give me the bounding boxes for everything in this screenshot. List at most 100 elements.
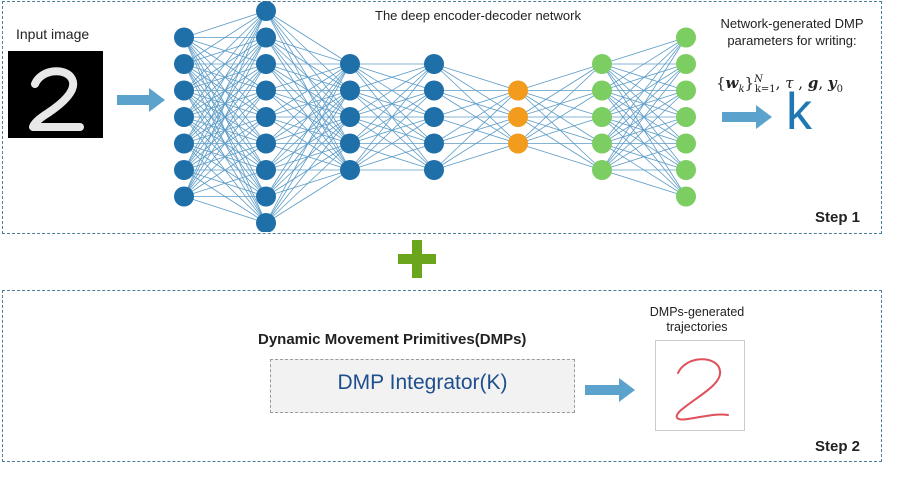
network-edges bbox=[183, 10, 687, 224]
network-node bbox=[676, 54, 696, 74]
plus-icon bbox=[398, 240, 436, 278]
network-node bbox=[256, 133, 276, 154]
network-node bbox=[424, 54, 444, 74]
trajectories-title: DMPs-generated trajectories bbox=[649, 305, 745, 334]
network-node bbox=[174, 186, 194, 207]
network-title: The deep encoder-decoder network bbox=[375, 8, 581, 23]
network-edge bbox=[265, 63, 351, 224]
integrator-arrow-icon bbox=[585, 378, 635, 402]
network-edge bbox=[183, 116, 267, 197]
network-node bbox=[592, 54, 612, 74]
network-node bbox=[256, 186, 276, 207]
network-edge bbox=[183, 63, 267, 197]
network-edge bbox=[517, 116, 603, 144]
network-edge bbox=[265, 63, 351, 91]
network-edge bbox=[183, 10, 267, 197]
network-edge bbox=[433, 143, 519, 171]
network-edge bbox=[265, 169, 351, 224]
network-node bbox=[424, 80, 444, 101]
param-g: g bbox=[807, 74, 819, 92]
network-node bbox=[174, 107, 194, 127]
network-edge bbox=[601, 63, 687, 171]
network-edge bbox=[265, 63, 351, 197]
network-node bbox=[340, 133, 360, 154]
network-edge bbox=[601, 37, 687, 171]
network-edge bbox=[265, 63, 351, 171]
output-title: Network-generated DMP parameters for wri… bbox=[720, 16, 864, 48]
network-edge bbox=[183, 10, 267, 171]
network-node bbox=[592, 133, 612, 154]
network-edge bbox=[349, 143, 435, 171]
network-edge bbox=[349, 63, 435, 91]
network-edge bbox=[433, 116, 519, 171]
network-node bbox=[592, 107, 612, 127]
network-edge bbox=[265, 10, 351, 65]
input-digit-image bbox=[8, 51, 103, 138]
network-node bbox=[424, 107, 444, 127]
network-node bbox=[592, 160, 612, 180]
k-symbol: K bbox=[786, 83, 812, 141]
network-edge bbox=[265, 143, 351, 224]
network-edge bbox=[517, 63, 603, 144]
network-node bbox=[676, 107, 696, 127]
input-arrow-icon bbox=[117, 88, 165, 112]
network-node bbox=[340, 107, 360, 127]
network-node bbox=[676, 80, 696, 101]
network-edge bbox=[601, 143, 687, 171]
network-node bbox=[256, 213, 276, 232]
encoder-decoder-network bbox=[174, 1, 696, 232]
network-node bbox=[508, 80, 528, 101]
network-edge bbox=[183, 196, 267, 224]
network-node bbox=[256, 80, 276, 101]
dmp-title: Dynamic Movement Primitives(DMPs) bbox=[258, 331, 527, 348]
network-edge bbox=[183, 10, 267, 118]
network-edge bbox=[601, 169, 687, 197]
step2-panel bbox=[2, 290, 882, 462]
network-edge bbox=[601, 37, 687, 91]
network-edge bbox=[349, 63, 435, 118]
network-node bbox=[256, 27, 276, 48]
network-node bbox=[174, 133, 194, 154]
network-node bbox=[340, 54, 360, 74]
step1-label: Step 1 bbox=[815, 209, 861, 226]
network-node bbox=[174, 80, 194, 101]
network-node bbox=[174, 27, 194, 48]
param-tau: τ bbox=[785, 74, 794, 92]
network-edge bbox=[265, 116, 351, 224]
network-node bbox=[676, 27, 696, 48]
network-edge bbox=[183, 169, 267, 197]
network-edge bbox=[601, 90, 687, 171]
network-edge bbox=[183, 10, 267, 38]
network-edge bbox=[183, 37, 267, 197]
dmp-parameters-formula: {wk}Nk=1, τ , g, y0 bbox=[716, 74, 843, 95]
network-edge bbox=[601, 37, 687, 144]
network-edge bbox=[601, 37, 687, 65]
network-edge bbox=[183, 143, 267, 197]
network-edge bbox=[601, 37, 687, 118]
network-node bbox=[174, 160, 194, 180]
dmp-integrator-box bbox=[270, 359, 575, 413]
network-edge bbox=[517, 63, 603, 91]
network-node bbox=[174, 54, 194, 74]
network-node bbox=[256, 54, 276, 74]
network-edge bbox=[433, 90, 519, 171]
dmp-integrator-label: DMP Integrator(K) bbox=[337, 371, 508, 394]
param-y-sub: 0 bbox=[836, 84, 843, 95]
network-edge bbox=[433, 63, 519, 91]
network-edge bbox=[433, 90, 519, 144]
network-node bbox=[676, 133, 696, 154]
network-node bbox=[340, 160, 360, 180]
network-node bbox=[676, 160, 696, 180]
network-edge bbox=[349, 63, 435, 144]
param-w: w bbox=[725, 74, 739, 92]
network-node bbox=[424, 133, 444, 154]
network-edge bbox=[183, 90, 267, 197]
network-edge bbox=[265, 63, 351, 118]
trajectory-image bbox=[655, 340, 745, 431]
network-node bbox=[508, 133, 528, 154]
step1-panel bbox=[2, 1, 882, 234]
network-node bbox=[592, 80, 612, 101]
network-edge bbox=[349, 90, 435, 171]
param-range-sub: k=1 bbox=[754, 84, 776, 95]
network-edge bbox=[517, 63, 603, 118]
